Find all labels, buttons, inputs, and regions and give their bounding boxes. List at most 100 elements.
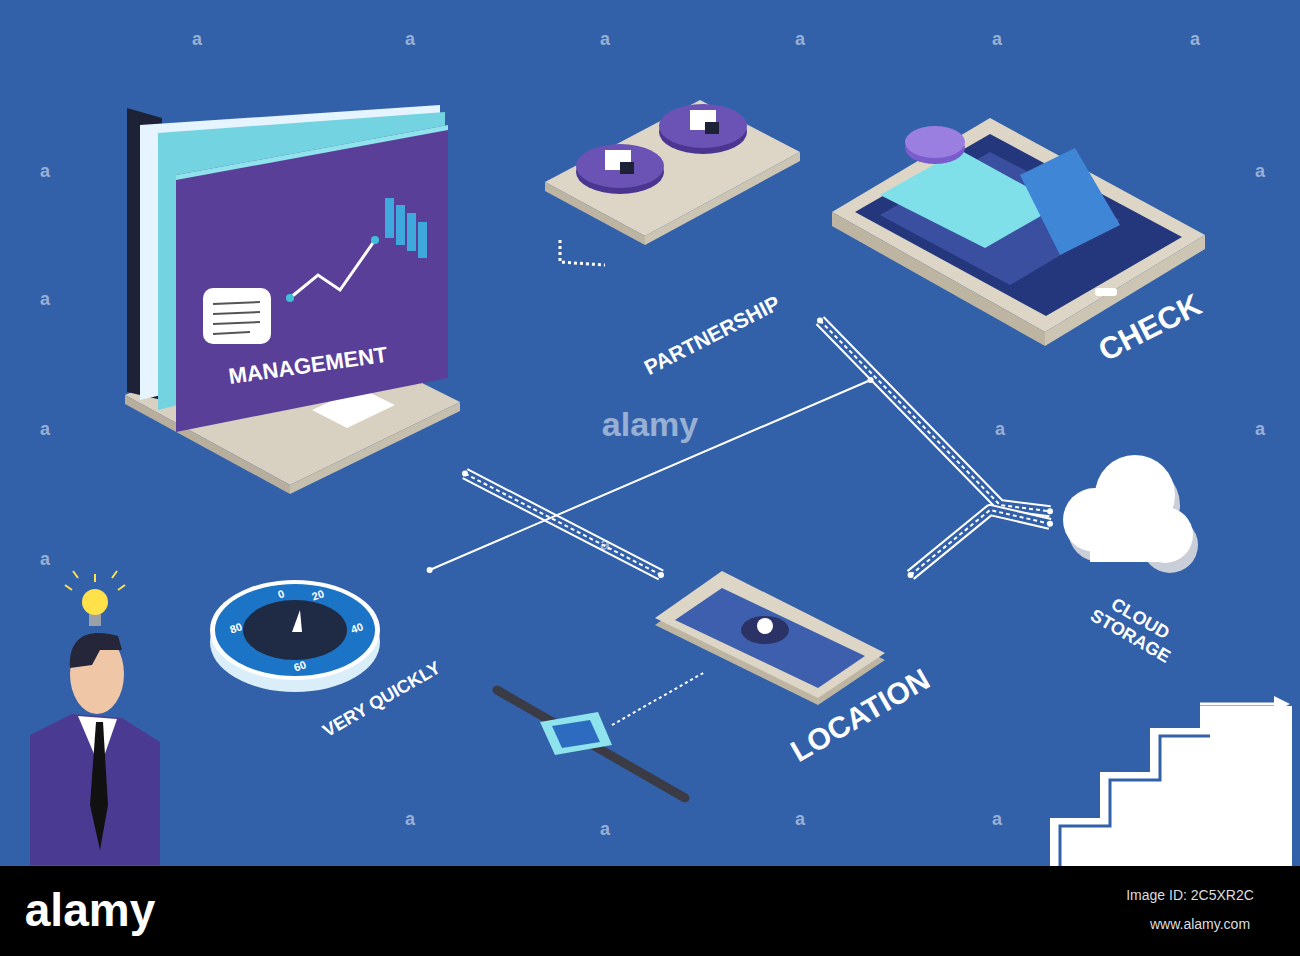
- laptop: [290, 402, 460, 494]
- laptop: [396, 205, 405, 245]
- node-label: MANAGEMENT: [227, 343, 389, 389]
- watermark: a: [795, 30, 805, 50]
- connector-line: [430, 380, 871, 570]
- connector-rail: [465, 474, 661, 575]
- connector-rail: [465, 474, 661, 575]
- partnership-tile: [620, 122, 719, 174]
- partnership-tile: [645, 152, 800, 245]
- connector-rail: [820, 321, 1050, 512]
- partnership-tile: [705, 122, 719, 134]
- connector: [427, 377, 874, 573]
- node-label: 40: [349, 620, 365, 636]
- laptop: [125, 105, 460, 494]
- connector-dot: [868, 377, 874, 383]
- node-label: CLOUD STORAGE: [1077, 583, 1192, 672]
- laptop: [176, 125, 448, 432]
- businessman: [94, 574, 96, 582]
- smartwatch: [497, 672, 705, 798]
- watermark: a: [40, 550, 50, 570]
- laptop: [176, 125, 448, 180]
- bottom-bar: [0, 866, 1300, 956]
- watermark: a: [405, 810, 415, 830]
- laptop: [213, 302, 260, 334]
- tablet: [1095, 288, 1117, 296]
- businessman: [30, 714, 160, 865]
- partnership-tile: [620, 162, 634, 174]
- tablet: [832, 118, 1205, 332]
- watermark: a: [992, 30, 1002, 50]
- connector-dot: [908, 572, 914, 578]
- watermark: a: [600, 30, 610, 50]
- laptop: [407, 213, 416, 251]
- speedometer: [243, 600, 347, 660]
- watermark: a: [995, 420, 1005, 440]
- laptop: [213, 312, 260, 314]
- node-label: VERY QUICKLY: [320, 658, 445, 741]
- businessman: [65, 571, 125, 590]
- bottom-bar: [0, 866, 1300, 956]
- connector-dot: [462, 471, 468, 477]
- footer-text: Image ID: 2C5XR2C: [1126, 888, 1254, 903]
- speedometer: [292, 610, 302, 632]
- businessman: [90, 722, 108, 850]
- diagram-node: LOCATION: [650, 575, 970, 785]
- connector-rail: [911, 510, 1050, 575]
- laptop: [213, 322, 260, 324]
- laptop: [418, 222, 427, 258]
- partnership-tile: [545, 100, 800, 236]
- node-label: LOCATION: [785, 662, 935, 768]
- businessman: [118, 585, 125, 590]
- businessman: [112, 571, 117, 578]
- footer-text: www.alamy.com: [1150, 917, 1250, 932]
- laptop: [203, 288, 271, 344]
- node-label: 20: [310, 587, 326, 603]
- connector-dot: [817, 318, 823, 324]
- businessman: [70, 633, 122, 668]
- diagram-node: CLOUD STORAGE: [1050, 450, 1215, 690]
- connector-dot: [1047, 508, 1053, 514]
- connector-dot: [658, 572, 664, 578]
- connector: [817, 318, 1053, 515]
- smartwatch: [552, 720, 600, 748]
- connector: [908, 510, 1053, 578]
- watermark: a: [1255, 420, 1265, 440]
- connector-rail: [911, 510, 1050, 575]
- watermark: alamy: [602, 406, 698, 443]
- connector-dot: [427, 567, 433, 573]
- smartphone: [741, 616, 789, 644]
- partnership-tile: [545, 100, 800, 265]
- diagram-node: MANAGEMENT: [120, 100, 465, 485]
- smartphone: [757, 618, 773, 634]
- speedometer: [210, 580, 380, 680]
- node-label: PARTNERSHIP: [640, 291, 783, 379]
- watermark: a: [795, 810, 805, 830]
- partnership-tile: [659, 104, 747, 148]
- stairs: [1274, 696, 1290, 712]
- smartwatch: [612, 672, 705, 725]
- connector-rail: [820, 321, 1050, 512]
- speedometer: [210, 580, 380, 692]
- watermark: a: [405, 30, 415, 50]
- stairs: [1050, 696, 1292, 866]
- connector-rail: [820, 321, 1050, 512]
- watermark: a: [40, 420, 50, 440]
- speedometer: [215, 584, 375, 676]
- laptop: [290, 240, 375, 298]
- laptop: [286, 294, 294, 302]
- watermark: a: [992, 810, 1002, 830]
- laptop: [213, 302, 260, 304]
- watermark: a: [600, 535, 610, 555]
- watermark: a: [40, 162, 50, 182]
- tablet: [855, 134, 1182, 316]
- tablet: [905, 126, 965, 158]
- cloud-icon: [1063, 455, 1193, 563]
- businessman: [73, 571, 78, 578]
- cloud-icon: [1063, 455, 1198, 573]
- stairs: [1200, 703, 1278, 706]
- watermark: a: [600, 820, 610, 840]
- smartphone: [675, 588, 865, 688]
- connector: [462, 471, 664, 578]
- laptop: [371, 236, 379, 244]
- smartphone: [655, 571, 885, 705]
